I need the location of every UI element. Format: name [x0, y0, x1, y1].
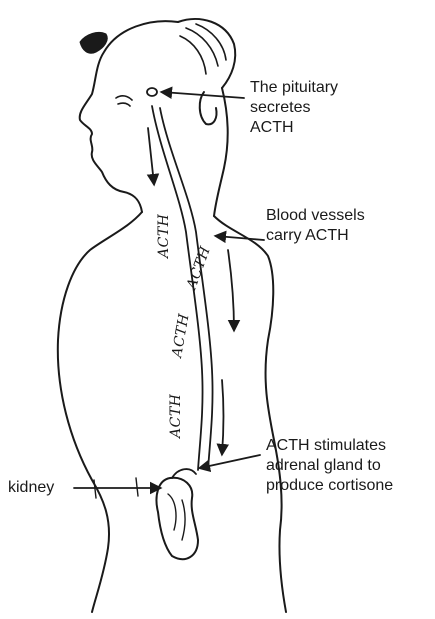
hormone-tag-4: ACTH: [168, 393, 184, 440]
adrenal-callout-line-3: produce cortisone: [266, 476, 393, 496]
adrenal-gland: [172, 469, 196, 478]
flow-arrow-right-1: [228, 250, 234, 330]
pituitary-gland: [147, 88, 157, 96]
kidney-detail: [168, 494, 185, 540]
hormone-tag-1: ACTH: [156, 213, 172, 260]
adrenal-callout-line-2: adrenal gland to: [266, 456, 393, 476]
torso-back: [214, 216, 286, 612]
flow-arrow-right-2: [222, 380, 224, 454]
vessels-callout-line-2: carry ACTH: [266, 226, 365, 246]
kidney: [157, 478, 199, 559]
flow-arrow-head: [148, 128, 154, 184]
adrenal-callout-line-1: ACTH stimulates: [266, 436, 393, 456]
vessel-leader: [216, 236, 264, 240]
adrenal-callout: ACTH stimulates adrenal gland to produce…: [266, 436, 393, 496]
hair-strands: [180, 24, 226, 74]
pituitary-callout-line-3: ACTH: [250, 118, 338, 138]
kidney-callout: kidney: [8, 478, 54, 498]
vessels-callout: Blood vessels carry ACTH: [266, 206, 365, 246]
eye: [116, 96, 132, 106]
hair-tuft: [80, 32, 107, 53]
pituitary-callout: The pituitary secretes ACTH: [250, 78, 338, 138]
ear: [200, 92, 217, 124]
torso-front: [58, 212, 142, 612]
vessels-callout-line-1: Blood vessels: [266, 206, 365, 226]
pituitary-callout-line-2: secretes: [250, 98, 338, 118]
kidney-callout-text: kidney: [8, 478, 54, 498]
pituitary-callout-line-1: The pituitary: [250, 78, 338, 98]
hormone-tag-3: ACTH: [169, 312, 193, 361]
